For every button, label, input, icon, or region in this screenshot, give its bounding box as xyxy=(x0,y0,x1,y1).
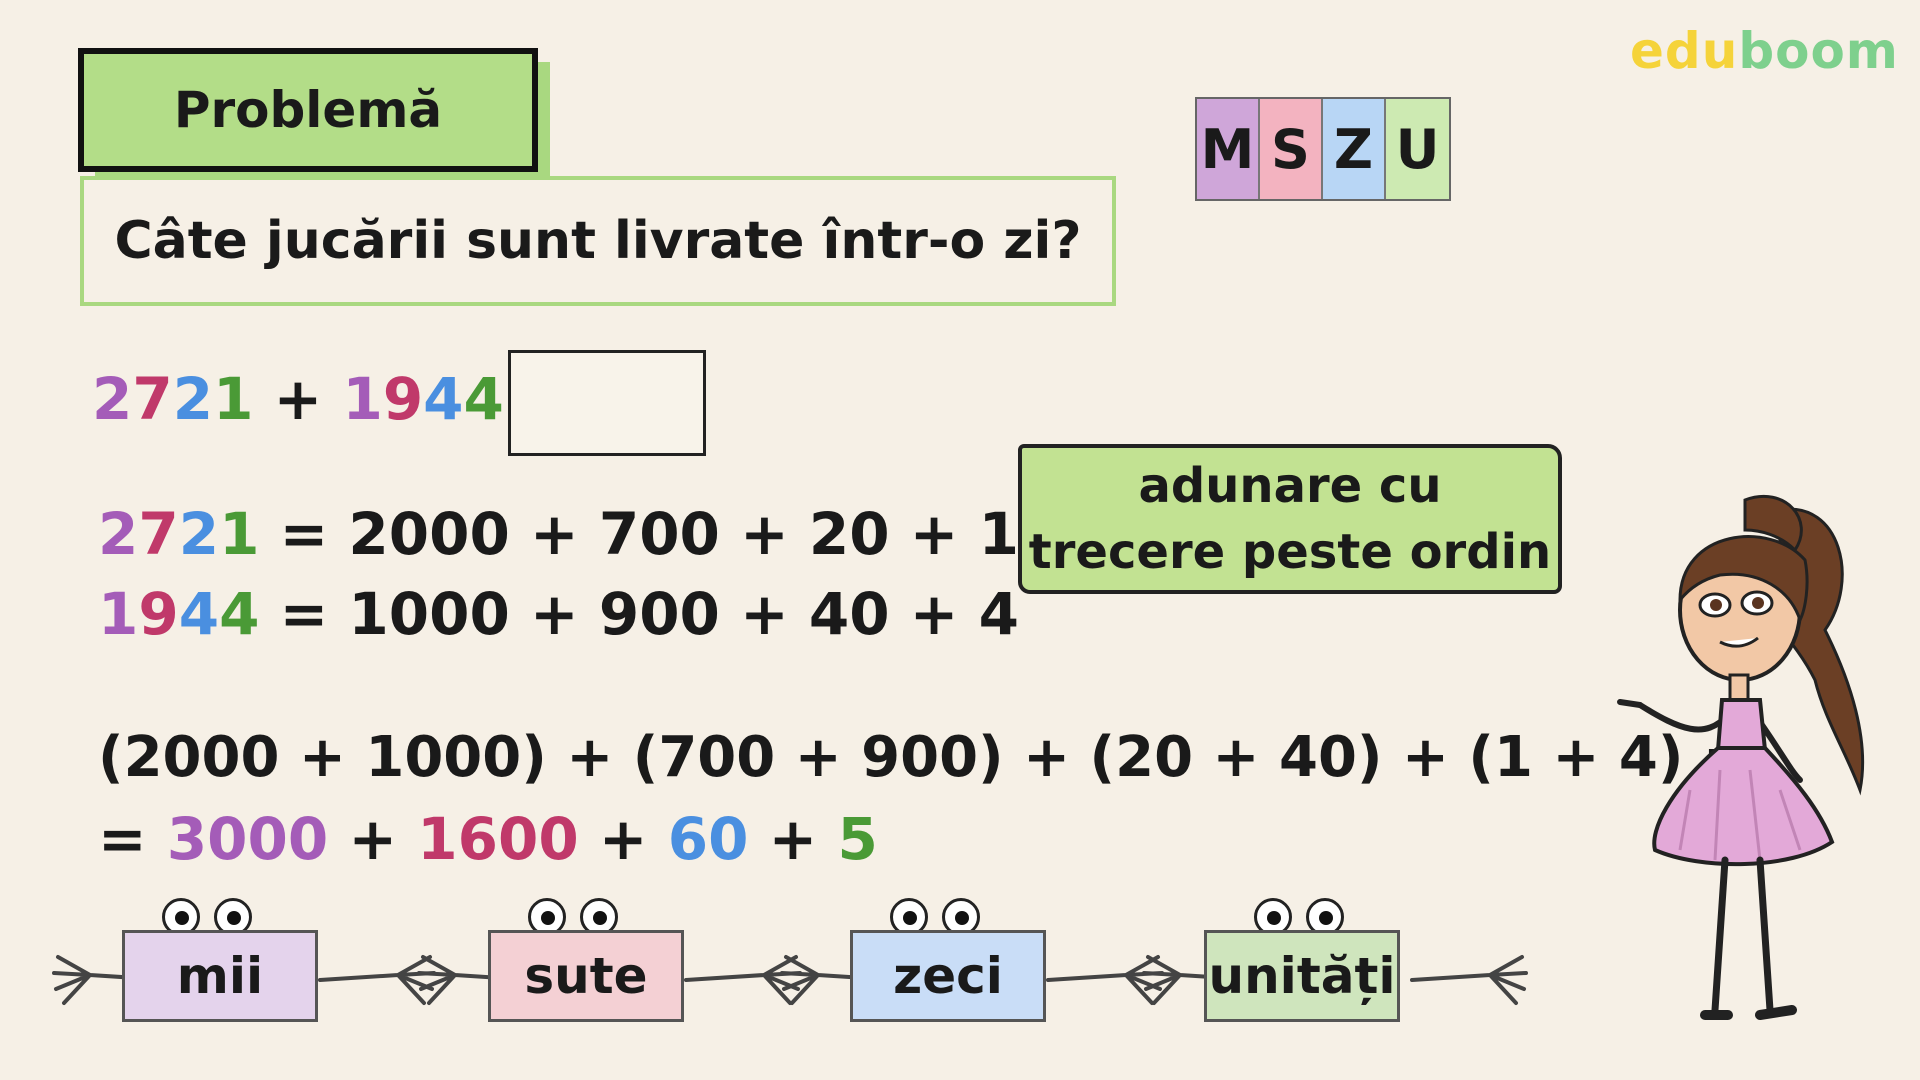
grouping-line: (2000 + 1000) + (700 + 900) + (20 + 40) … xyxy=(98,725,1750,790)
main-equation: 2721 + 1944 = xyxy=(92,365,573,433)
thousands-value: 3000 xyxy=(166,805,329,873)
problem-question: Câte jucării sunt livrate într-o zi? xyxy=(80,176,1116,306)
digit: 4 xyxy=(178,580,220,648)
digit: 2 xyxy=(98,500,139,568)
digit: 2 xyxy=(172,365,214,433)
mszu-z: Z xyxy=(1323,99,1386,199)
eyes-icon xyxy=(528,898,618,938)
digit: 4 xyxy=(423,365,464,433)
right-hand-icon xyxy=(1410,955,1528,1005)
note-label: adunare cu trecere peste ordin xyxy=(1018,444,1562,594)
digit: 7 xyxy=(132,365,173,433)
card-mii: mii xyxy=(122,930,318,1022)
card-zeci: zeci xyxy=(850,930,1046,1022)
note-line-2: trecere peste ordin xyxy=(1028,524,1552,580)
decomposition-text: = 1000 + 900 + 40 + 4 xyxy=(279,580,1019,648)
digit: 2 xyxy=(92,365,133,433)
decomposition-text: = 2000 + 700 + 20 + 1 xyxy=(279,500,1019,568)
digit: 1 xyxy=(213,365,254,433)
girl-character-illustration xyxy=(1617,494,1865,1020)
mszu-s: S xyxy=(1260,99,1323,199)
result-line: = 3000 + 1600 + 60 + 5 xyxy=(98,805,878,873)
card-unitati: unități xyxy=(1204,930,1400,1022)
digit: 1 xyxy=(98,580,139,648)
plus-sign: + xyxy=(598,805,648,873)
hundreds-value: 1600 xyxy=(417,805,579,873)
right-hand-icon xyxy=(318,955,436,1005)
plus-sign: + xyxy=(273,365,323,433)
digit: 1 xyxy=(219,500,260,568)
digit: 2 xyxy=(178,500,220,568)
answer-box[interactable] xyxy=(508,350,706,456)
plus-sign: + xyxy=(348,805,398,873)
digit: 1 xyxy=(342,365,383,433)
digit: 9 xyxy=(382,365,424,433)
decomposition-2: 1944 = 1000 + 900 + 40 + 4 xyxy=(98,580,1019,648)
tens-value: 60 xyxy=(667,805,749,873)
digit: 7 xyxy=(138,500,179,568)
card-sute: sute xyxy=(488,930,684,1022)
equals-sign: = xyxy=(98,805,147,873)
decomposition-1: 2721 = 2000 + 700 + 20 + 1 xyxy=(98,500,1019,568)
units-value: 5 xyxy=(837,805,878,873)
mszu-u: U xyxy=(1386,99,1449,199)
plus-sign: + xyxy=(768,805,818,873)
eyes-icon xyxy=(1254,898,1344,938)
place-value-header: M S Z U xyxy=(1195,97,1451,201)
eyes-icon xyxy=(890,898,980,938)
note-line-1: adunare cu xyxy=(1138,458,1442,514)
mszu-m: M xyxy=(1197,99,1260,199)
problem-title: Problemă xyxy=(78,48,538,172)
digit: 9 xyxy=(138,580,179,648)
eduboom-logo: eduboom xyxy=(1630,22,1899,80)
digit: 4 xyxy=(219,580,260,648)
digit: 4 xyxy=(463,365,504,433)
